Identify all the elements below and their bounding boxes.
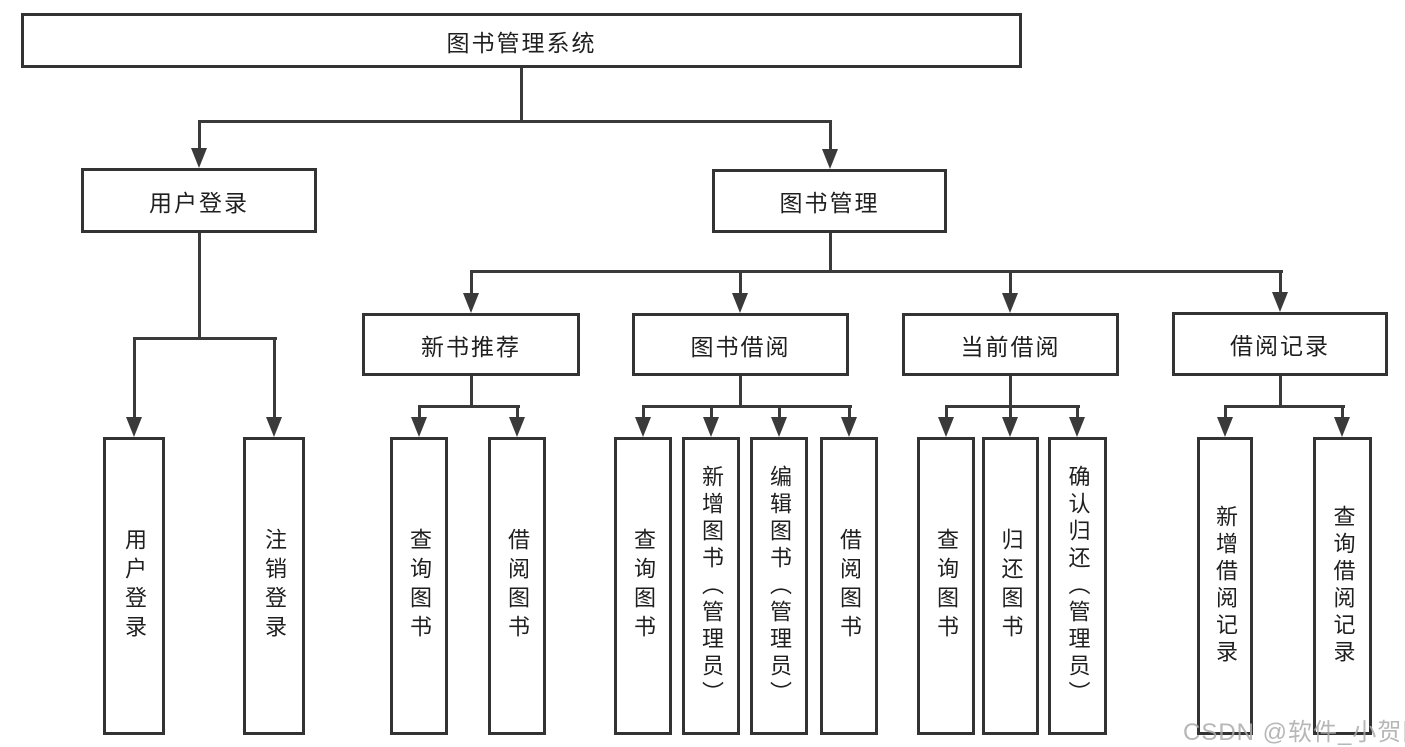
leaf-query-books-borrowing: 查询图书 <box>614 437 672 735</box>
arrowhead-leaf-user-login <box>126 417 142 437</box>
arrowhead-leaf-confirm-return <box>1069 417 1085 437</box>
arrowhead-leaf-borrow1 <box>509 417 525 437</box>
arrowhead-leaf-return <box>1002 417 1018 437</box>
connector-root-split <box>198 120 832 123</box>
node-borrowing-records: 借阅记录 <box>1172 312 1388 376</box>
connector-to-leaf-query3 <box>945 405 948 420</box>
node-book-management: 图书管理 <box>712 169 947 233</box>
connector-to-leaf-query1 <box>418 405 421 420</box>
connector-to-leaf-query2 <box>642 405 645 420</box>
connector-to-new-book <box>470 270 473 296</box>
arrowhead-book-mgmt <box>822 149 838 169</box>
leaf-return-books: 归还图书 <box>982 437 1039 735</box>
connector-to-leaf-confirm-return <box>1076 405 1079 420</box>
connector-borrowing-records-split <box>1224 405 1345 408</box>
arrowhead-leaf-add-record <box>1217 417 1233 437</box>
leaf-borrow-books-recommend: 借阅图书 <box>488 437 546 735</box>
leaf-query-borrow-record: 查询借阅记录 <box>1313 437 1372 735</box>
node-new-book-recommend: 新书推荐 <box>362 313 580 376</box>
connector-current-borrowing-stem <box>1009 376 1012 408</box>
connector-book-mgmt-stem <box>829 233 832 272</box>
arrowhead-current-borrowing <box>1002 293 1018 313</box>
connector-to-leaf-borrow2 <box>848 405 851 420</box>
connector-to-borrowing-records <box>1279 270 1282 296</box>
connector-new-book-stem <box>470 376 473 408</box>
connector-root-stem <box>520 68 523 122</box>
leaf-logout: 注销登录 <box>243 437 305 735</box>
arrowhead-book-borrowing <box>732 293 748 313</box>
node-user-login: 用户登录 <box>81 168 317 233</box>
arrowhead-leaf-add-books <box>703 417 719 437</box>
leaf-edit-books-admin: 编辑图书（管理员） <box>750 437 808 735</box>
leaf-add-books-admin: 新增图书（管理员） <box>682 437 740 735</box>
connector-to-leaf-edit-books <box>778 405 781 420</box>
arrowhead-leaf-query-record <box>1334 417 1350 437</box>
arrowhead-leaf-query2 <box>635 417 651 437</box>
leaf-confirm-return-admin: 确认归还（管理员） <box>1048 437 1107 735</box>
leaf-query-books-current: 查询图书 <box>917 437 975 735</box>
arrowhead-leaf-edit-books <box>771 417 787 437</box>
connector-to-leaf-borrow1 <box>516 405 519 420</box>
leaf-query-books-recommend: 查询图书 <box>390 437 448 735</box>
connector-to-current-borrowing <box>1009 270 1012 296</box>
connector-current-borrowing-split <box>945 405 1080 408</box>
connector-to-book-borrowing <box>739 270 742 296</box>
leaf-add-borrow-record: 新增借阅记录 <box>1197 437 1253 735</box>
node-root-book-management-system: 图书管理系统 <box>21 13 1022 68</box>
connector-user-login-split <box>133 337 277 340</box>
leaf-borrow-books: 借阅图书 <box>820 437 878 735</box>
arrowhead-new-book <box>463 293 479 313</box>
connector-to-leaf-user-login <box>133 337 136 419</box>
connector-to-leaf-add-books <box>710 405 713 420</box>
arrowhead-leaf-logout <box>266 417 282 437</box>
arrowhead-leaf-query3 <box>938 417 954 437</box>
connector-to-leaf-return <box>1009 405 1012 420</box>
arrowhead-user-login <box>191 148 207 168</box>
arrowhead-borrowing-records <box>1272 292 1288 312</box>
connector-book-mgmt-split <box>470 270 1283 273</box>
connector-book-borrowing-stem <box>739 376 742 408</box>
connector-user-login-stem <box>198 233 201 339</box>
connector-borrowing-records-stem <box>1279 376 1282 408</box>
leaf-user-login: 用户登录 <box>103 437 165 735</box>
connector-to-leaf-add-record <box>1224 405 1227 420</box>
node-current-borrowing: 当前借阅 <box>902 313 1119 376</box>
connector-to-leaf-query-record <box>1341 405 1344 420</box>
watermark: CSDN @软件_小贺同学 <box>1183 719 1405 746</box>
node-book-borrowing: 图书借阅 <box>632 313 849 376</box>
connector-new-book-split <box>418 405 520 408</box>
arrowhead-leaf-borrow2 <box>841 417 857 437</box>
connector-book-borrowing-split <box>642 405 852 408</box>
arrowhead-leaf-query1 <box>411 417 427 437</box>
connector-root-to-user-login <box>198 120 201 153</box>
connector-to-leaf-logout <box>273 337 276 419</box>
connector-root-to-book-mgmt <box>829 120 832 153</box>
